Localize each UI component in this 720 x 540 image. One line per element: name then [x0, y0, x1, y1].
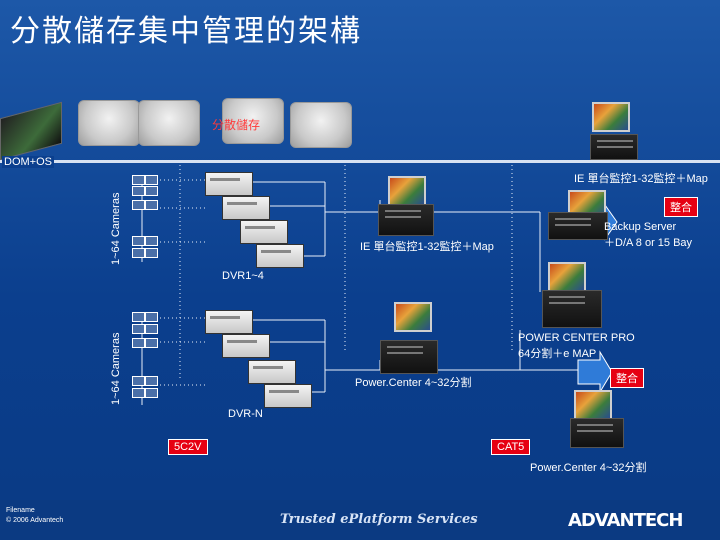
- camera-icon: [132, 324, 145, 334]
- cameras-label-top: 1~64 Cameras: [110, 192, 122, 265]
- hard-disk-image: [222, 98, 284, 144]
- hard-disk-image: [78, 100, 140, 146]
- dvr-unit-icon: [205, 172, 253, 196]
- camera-icon: [145, 200, 158, 210]
- dvr-unit-icon: [248, 360, 296, 384]
- footer-bar: [0, 500, 720, 540]
- camera-icon: [145, 175, 158, 185]
- page-title: 分散儲存集中管理的架構: [10, 14, 362, 49]
- ie-monitor-label-top: IE 單台監控1-32監控＋Map: [574, 173, 708, 185]
- camera-icon: [132, 338, 145, 348]
- camera-icon: [145, 376, 158, 386]
- dom-os-label: DOM+OS: [2, 156, 54, 168]
- camera-icon: [132, 175, 145, 185]
- copyright-text: © 2006 Advantech: [6, 517, 64, 524]
- backup-server-detail: ＋D/A 8 or 15 Bay: [604, 237, 693, 249]
- footer-filename: Filename © 2006 Advantech: [6, 506, 63, 526]
- dvr-group-label: DVR1~4: [222, 270, 264, 282]
- backup-server-label: Backup Server: [604, 221, 677, 233]
- dvr-group-label: DVR-N: [228, 408, 263, 420]
- footer-slogan: Trusted ePlatform Services: [280, 512, 478, 527]
- cable-tag-cat5: CAT5: [491, 439, 531, 455]
- hard-disk-image: [290, 102, 352, 148]
- hard-disk-image: [138, 100, 200, 146]
- camera-icon: [145, 186, 158, 196]
- dvr-unit-icon: [222, 334, 270, 358]
- camera-icon: [145, 236, 158, 246]
- hdd-overlay-text: 分散儲存: [212, 118, 261, 132]
- camera-icon: [145, 388, 158, 398]
- camera-icon: [145, 312, 158, 322]
- camera-icon: [132, 312, 145, 322]
- integrate-badge: 整合: [664, 197, 698, 217]
- cable-tag-5c2v: 5C2V: [168, 439, 208, 455]
- camera-icon: [132, 236, 145, 246]
- dvr-unit-icon: [222, 196, 270, 220]
- cameras-label-bottom: 1~64 Cameras: [110, 332, 122, 405]
- camera-icon: [132, 388, 145, 398]
- integrate-badge: 整合: [610, 368, 644, 388]
- camera-icon: [132, 248, 145, 258]
- power-center-pro-label: POWER CENTER PRO: [518, 332, 635, 344]
- camera-icon: [145, 248, 158, 258]
- divider-bar: [0, 160, 720, 163]
- ie-monitor-label-mid: IE 單台監控1-32監控＋Map: [360, 241, 494, 253]
- camera-icon: [132, 376, 145, 386]
- power-center-label-mid: Power.Center 4~32分割: [355, 377, 472, 389]
- camera-icon: [145, 338, 158, 348]
- camera-icon: [145, 324, 158, 334]
- dvr-unit-icon: [256, 244, 304, 268]
- dvr-unit-icon: [205, 310, 253, 334]
- power-center-label-bottom: Power.Center 4~32分割: [530, 462, 647, 474]
- camera-icon: [132, 200, 145, 210]
- company-logo: ADVANTECH: [568, 510, 683, 531]
- camera-icon: [132, 186, 145, 196]
- dvr-unit-icon: [240, 220, 288, 244]
- power-center-pro-detail: 64分割＋e MAP: [518, 348, 597, 360]
- filename-text: Filename: [6, 507, 35, 514]
- dvr-unit-icon: [264, 384, 312, 408]
